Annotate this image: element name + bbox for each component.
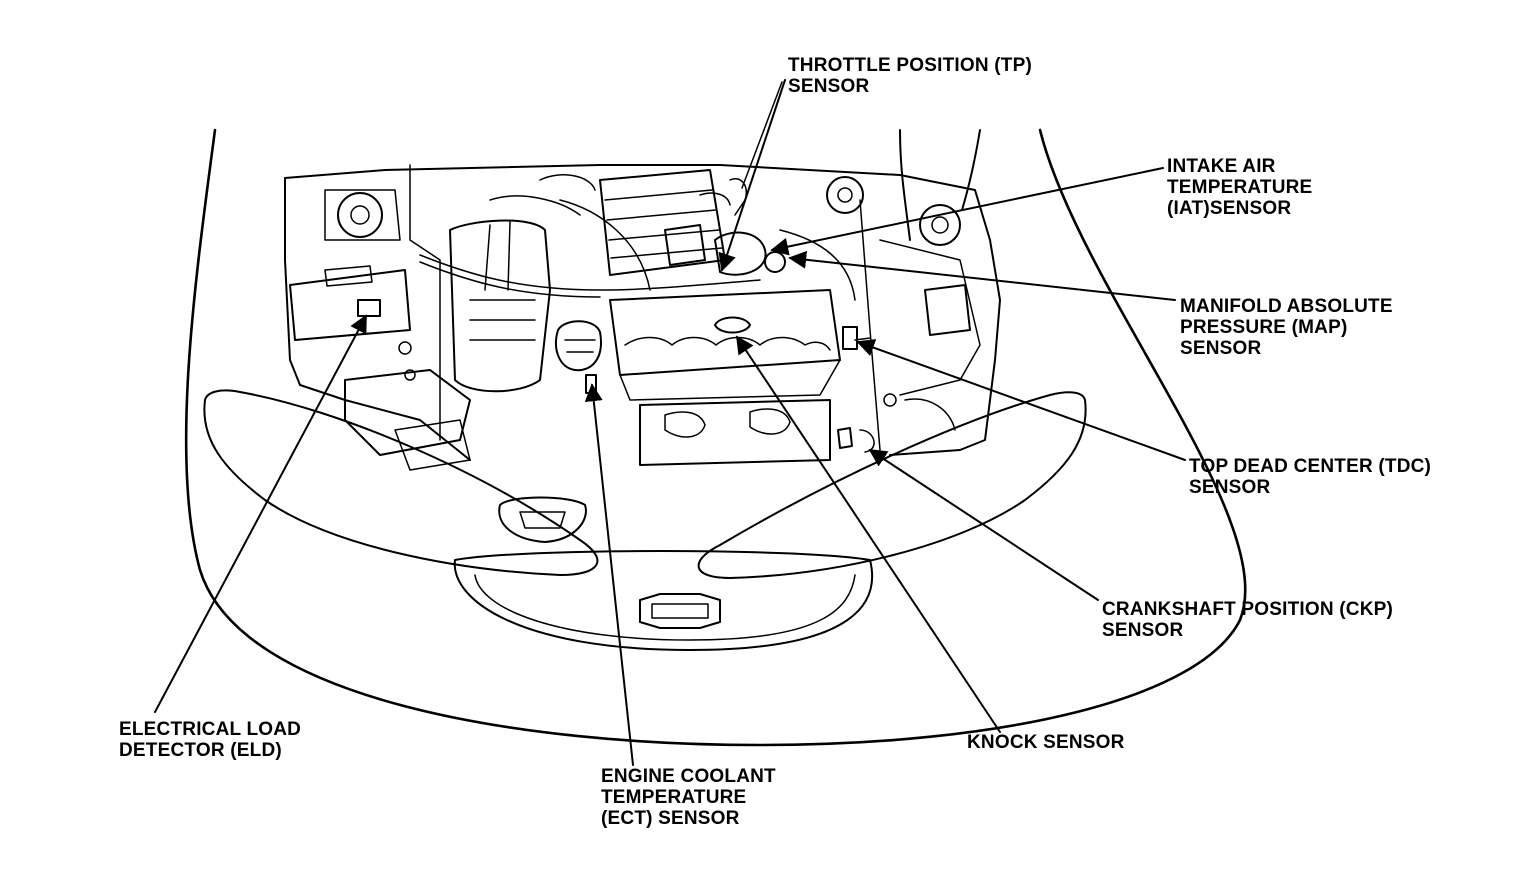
label-line: SENSOR (1180, 338, 1262, 359)
label-line: ELECTRICAL LOAD (119, 719, 302, 740)
label-crankshaft-position-sensor: CRANKSHAFT POSITION (CKP) SENSOR (1102, 599, 1393, 641)
leader-ckp (868, 449, 1099, 601)
leader-ect (584, 383, 634, 766)
leader-lines (154, 79, 1186, 766)
label-engine-coolant-temperature-sensor: ENGINE COOLANT TEMPERATURE (ECT) SENSOR (601, 766, 776, 829)
right-headlight (697, 391, 1087, 579)
label-line: TOP DEAD CENTER (TDC) (1189, 456, 1432, 477)
label-line: THROTTLE POSITION (TP) (788, 55, 1032, 76)
label-line: ENGINE COOLANT (601, 766, 776, 787)
leader-tdc (856, 339, 1186, 461)
label-line: TEMPERATURE (601, 787, 747, 808)
label-line: KNOCK SENSOR (967, 732, 1125, 753)
leader-knock (736, 335, 1001, 733)
label-line: SENSOR (1189, 477, 1271, 498)
hood-latch (498, 496, 587, 543)
label-line: CRANKSHAFT POSITION (CKP) (1102, 599, 1394, 620)
label-throttle-position-sensor: THROTTLE POSITION (TP) SENSOR (788, 55, 1032, 97)
leader-iat (770, 167, 1164, 256)
label-line: (ECT) SENSOR (601, 808, 740, 829)
leader-eld (154, 314, 367, 713)
leader-tp-2 (741, 81, 783, 189)
label-line: SENSOR (788, 76, 870, 97)
front-grille (453, 550, 874, 651)
leader-map (788, 250, 1176, 301)
leader-tp (718, 79, 786, 272)
label-manifold-absolute-pressure-sensor: MANIFOLD ABSOLUTE PRESSURE (MAP) SENSOR (1180, 296, 1393, 359)
engine-bay (284, 164, 1001, 471)
label-line: SENSOR (1102, 620, 1184, 641)
label-line: (IAT)SENSOR (1167, 198, 1292, 219)
left-headlight (203, 389, 599, 576)
label-knock-sensor: KNOCK SENSOR (967, 732, 1125, 753)
label-line: TEMPERATURE (1167, 177, 1313, 198)
car-body-outline (184, 128, 1247, 747)
label-line: INTAKE AIR (1167, 156, 1276, 177)
label-top-dead-center-sensor: TOP DEAD CENTER (TDC) SENSOR (1189, 456, 1431, 498)
label-electrical-load-detector: ELECTRICAL LOAD DETECTOR (ELD) (119, 719, 301, 761)
label-line: DETECTOR (ELD) (119, 740, 282, 761)
label-intake-air-temperature-sensor: INTAKE AIR TEMPERATURE (IAT)SENSOR (1167, 156, 1312, 219)
label-line: MANIFOLD ABSOLUTE (1180, 296, 1393, 317)
label-line: PRESSURE (MAP) (1180, 317, 1348, 338)
